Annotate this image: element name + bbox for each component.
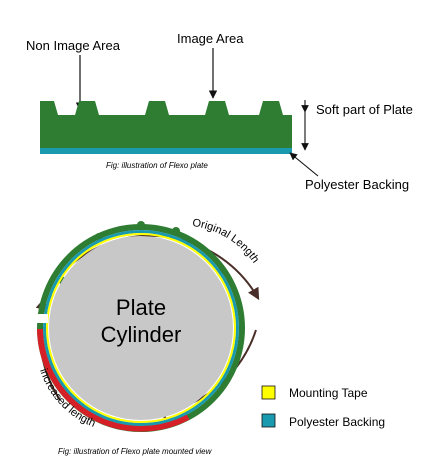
stretched-plate-segment <box>37 328 190 432</box>
legend: Mounting Tape Polyester Backing <box>261 385 385 429</box>
cylinder-label-line2: Cylinder <box>101 322 182 347</box>
original-length-label: Original Length <box>191 217 261 265</box>
plate-cylinder <box>49 236 233 420</box>
polyester-backing-label: Polyester Backing <box>305 177 409 192</box>
soft-part-label: Soft part of Plate <box>316 102 413 117</box>
backing-ring <box>43 230 239 426</box>
legend-swatch-polyester-backing <box>261 413 276 428</box>
legend-swatch-mounting-tape <box>261 385 276 400</box>
cylinder-label-line1: Plate <box>116 295 166 320</box>
plate-polyester-backing <box>40 148 292 154</box>
polyester-backing-pointer <box>289 152 319 177</box>
flexo-plate-figure: Non Image Area Image Area Soft part of P… <box>26 31 413 192</box>
non-image-area-label: Non Image Area <box>26 38 121 53</box>
original-length-text: Original Length <box>191 217 261 265</box>
plate-gap <box>34 314 48 323</box>
mounted-view-figure: Plate Cylinder Original Length increased… <box>34 217 385 456</box>
legend-label-mounting-tape: Mounting Tape <box>289 386 368 400</box>
plate-relief-body <box>40 101 292 148</box>
bottom-figure-caption: Fig: illustration of Flexo plate mounted… <box>58 447 213 456</box>
top-figure-caption: Fig: illustration of Flexo plate <box>106 161 208 170</box>
legend-label-polyester-backing: Polyester Backing <box>289 415 385 429</box>
image-area-label: Image Area <box>177 31 244 46</box>
mounting-tape-ring <box>46 233 236 423</box>
